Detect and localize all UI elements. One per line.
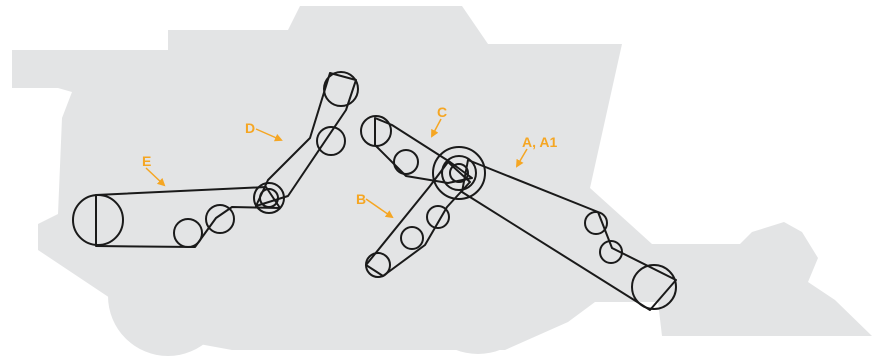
pulley-b-bottom — [365, 252, 391, 278]
pulley-e-idler-2 — [205, 204, 235, 234]
arrow-b — [365, 198, 394, 219]
label-arrows — [145, 118, 528, 219]
rear-wheel — [416, 230, 540, 354]
labels: E D C B A, A1 — [142, 104, 557, 207]
pulley-e-main — [72, 194, 124, 246]
belt-d — [255, 72, 357, 207]
pulley-main-mid — [441, 155, 477, 191]
pulley-c-top — [360, 115, 392, 147]
label-e: E — [142, 153, 151, 169]
pulley-a-idler-1 — [584, 211, 608, 235]
pulley-a-idler-2 — [599, 240, 623, 264]
arrow-d — [255, 128, 283, 142]
pulley-de-outer — [253, 182, 285, 214]
pulley-b-idler-2 — [400, 226, 424, 250]
arrow-a — [515, 148, 528, 168]
label-a: A, A1 — [522, 134, 557, 150]
pulley-d-idler — [316, 126, 346, 156]
pulley-b-idler-1 — [426, 205, 450, 229]
pulley-d-top — [323, 71, 359, 107]
pulley-e-idler-1 — [173, 218, 203, 248]
belt-e — [95, 186, 281, 248]
pulley-de-inner — [259, 188, 279, 208]
arrow-c — [431, 118, 442, 138]
pulley-main-outer — [432, 146, 486, 200]
label-b: B — [356, 191, 366, 207]
pulleys — [72, 71, 677, 310]
belt-b — [365, 161, 471, 277]
label-c: C — [437, 104, 447, 120]
front-wheel — [108, 236, 228, 356]
pulley-c-idler — [393, 149, 419, 175]
belt-c — [374, 117, 473, 184]
pulley-a-main — [631, 264, 677, 310]
arrow-e — [145, 167, 166, 187]
pulley-main-inner — [449, 163, 469, 183]
label-d: D — [245, 120, 255, 136]
